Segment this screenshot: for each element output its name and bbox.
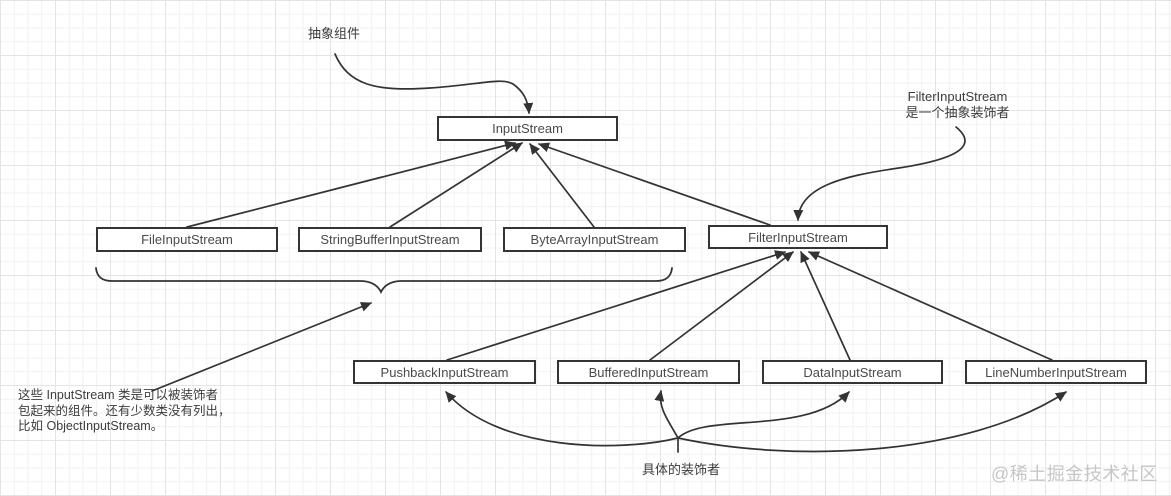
arrow-abstract-component-annotation — [334, 53, 534, 114]
note-components-line2: 包起来的组件。还有少数类没有列出， — [18, 403, 231, 418]
node-linenumberinputstream: LineNumberInputStream — [965, 360, 1147, 384]
note-filter-decorator-line1: FilterInputStream — [907, 89, 1008, 104]
note-filter-decorator: FilterInputStream 是一个抽象装饰者 — [890, 89, 1025, 121]
arrow-stringbufferinputstream-to-inputstream — [389, 142, 523, 228]
arrow-bufferedinputstream-to-filterinputstream — [649, 251, 794, 361]
arrow-pushbackinputstream-to-filterinputstream — [446, 250, 786, 361]
curve-concrete-to-buffered — [654, 390, 679, 439]
node-inputstream: InputStream — [437, 116, 618, 141]
label-concrete-decorators: 具体的装饰者 — [642, 462, 721, 477]
arrow-datainputstream-to-filterinputstream — [800, 251, 851, 361]
node-filterinputstream: FilterInputStream — [708, 225, 888, 249]
note-filter-decorator-line2: 是一个抽象装饰者 — [905, 105, 1010, 120]
note-components-line1: 这些 InputStream 类是可以被装饰者 — [18, 388, 219, 402]
arrow-filter-decorator-annotation — [793, 126, 966, 221]
arrow-components-note-to-brace — [151, 302, 372, 392]
node-datainputstream: DataInputStream — [762, 360, 943, 384]
arrow-filterinputstream-to-inputstream — [538, 142, 771, 226]
note-components-line3: 比如 ObjectInputStream。 — [18, 419, 164, 433]
node-fileinputstream: FileInputStream — [96, 227, 278, 252]
node-pushbackinputstream: PushbackInputStream — [353, 360, 536, 384]
arrow-fileinputstream-to-inputstream — [186, 140, 516, 228]
arrow-linenumberinputstream-to-filterinputstream — [808, 251, 1053, 361]
watermark: @稀土掘金技术社区 — [991, 464, 1158, 484]
node-bufferedinputstream: BufferedInputStream — [557, 360, 740, 384]
note-components: 这些 InputStream 类是可以被装饰者 包起来的组件。还有少数类没有列出… — [18, 388, 231, 435]
curve-concrete-to-data — [677, 391, 850, 439]
arrow-bytearrayinputstream-to-inputstream — [529, 143, 595, 228]
brace-component-classes — [95, 267, 673, 295]
label-abstract-component: 抽象组件 — [308, 26, 361, 41]
curve-concrete-to-pushback — [445, 391, 679, 447]
node-stringbufferinputstream: StringBufferInputStream — [298, 227, 482, 252]
node-bytearrayinputstream: ByteArrayInputStream — [503, 227, 686, 252]
curve-concrete-to-linenumber — [677, 391, 1067, 453]
